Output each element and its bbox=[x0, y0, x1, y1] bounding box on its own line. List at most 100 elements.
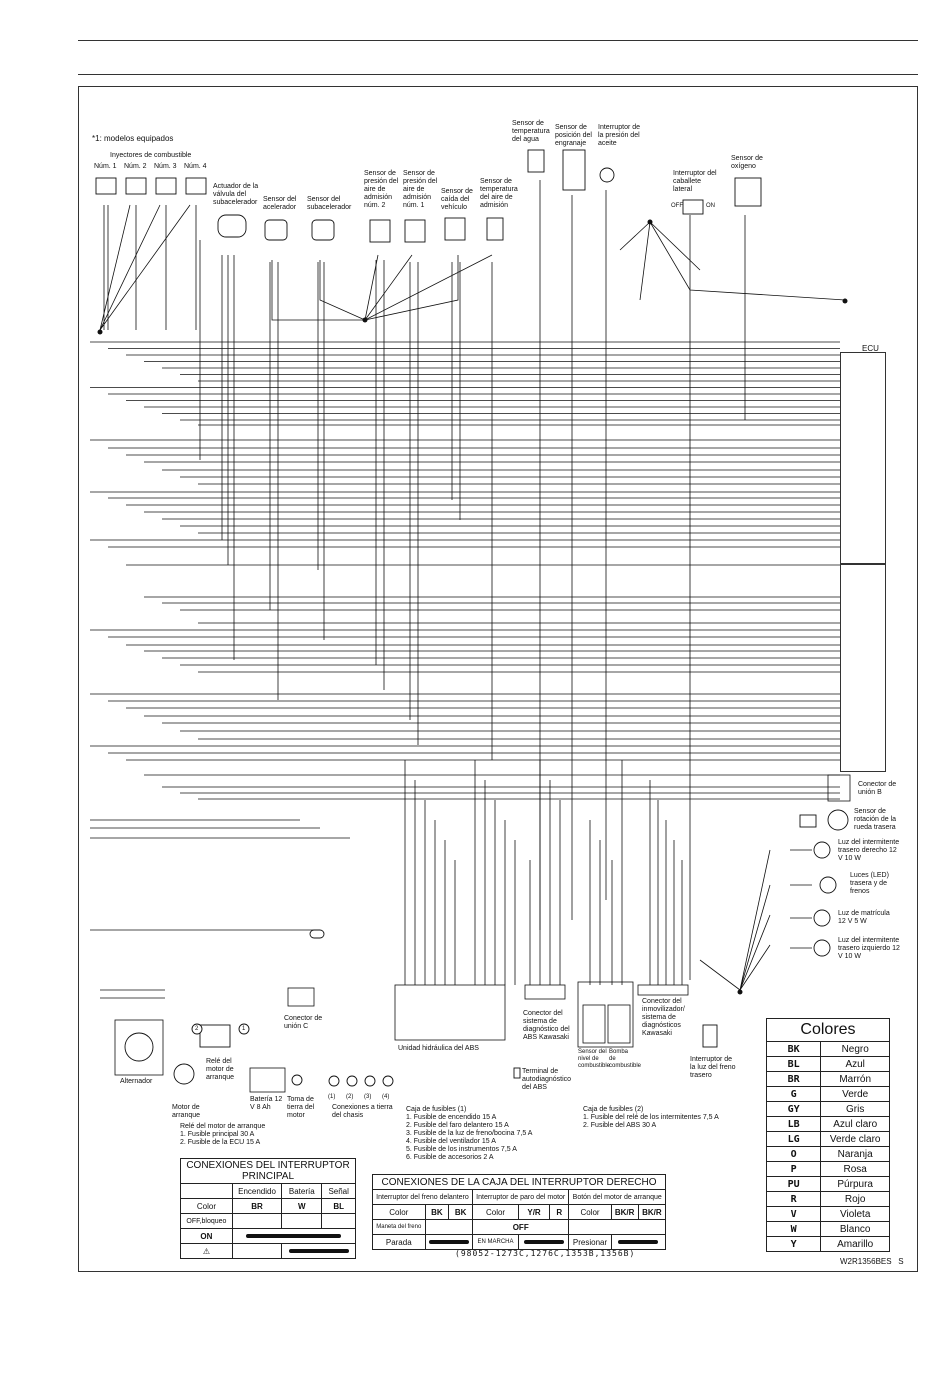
alternator-label: Alternador bbox=[120, 1078, 153, 1085]
right-switch-table: CONEXIONES DE LA CAJA DEL INTERRUPTOR DE… bbox=[372, 1174, 667, 1250]
led-lights-label: Luces (LED) trasera y de frenos bbox=[850, 872, 889, 895]
injector-2-label: Núm. 2 bbox=[124, 163, 147, 170]
color-code: GY bbox=[765, 1101, 822, 1117]
color-name: Púrpura bbox=[820, 1176, 890, 1192]
main-switch-row-warning: ⚠ bbox=[180, 1243, 233, 1259]
side-stand-label: Interruptor del caballete lateral bbox=[673, 170, 717, 193]
intake-pressure-2-label: Sensor de presión del aire de admisión n… bbox=[364, 170, 399, 209]
color-name: Amarillo bbox=[820, 1236, 890, 1252]
colors-title: Colores bbox=[766, 1018, 890, 1042]
joint-c-label: Conector de unión C bbox=[284, 1015, 323, 1030]
relay-notes: Relé del motor de arranque 1. Fusible pr… bbox=[180, 1123, 265, 1147]
main-switch-table: CONEXIONES DEL INTERRUPTOR PRINCIPAL Enc… bbox=[180, 1158, 357, 1259]
ecu-block bbox=[840, 352, 886, 772]
rs-color-5: R bbox=[548, 1204, 570, 1220]
color-name: Rosa bbox=[820, 1161, 890, 1177]
plate-light-label: Luz de matrícula 12 V 5 W bbox=[838, 910, 890, 925]
rs-stop-bar bbox=[428, 1240, 469, 1245]
right-switch-group-1: Interruptor de paro del motor bbox=[471, 1189, 570, 1205]
fuse-box-2-item-1: 1. Fusible del relé de los intermitentes… bbox=[583, 1114, 719, 1121]
color-code: R bbox=[765, 1191, 822, 1207]
turn-left-label: Luz del intermitente trasero izquierdo 1… bbox=[838, 937, 900, 960]
color-code: V bbox=[765, 1206, 822, 1222]
color-code: LG bbox=[765, 1131, 822, 1147]
main-switch-color-w: W bbox=[281, 1198, 323, 1214]
color-code: P bbox=[765, 1161, 822, 1177]
throttle-sensor-label: Sensor del acelerador bbox=[263, 196, 297, 211]
ground-number-3: (3) bbox=[364, 1094, 372, 1100]
rs-press: Presionar bbox=[568, 1234, 612, 1250]
rs-color-4: Y/R bbox=[518, 1204, 550, 1220]
fuse-box-1-notes: Caja de fusibles (1) 1. Fusible de encen… bbox=[406, 1106, 532, 1162]
abs-diag-label: Conector del sistema de diagnóstico del … bbox=[523, 1010, 570, 1041]
color-code: G bbox=[765, 1086, 822, 1102]
rs-color-8: BK/R bbox=[637, 1204, 667, 1220]
relay-note-2: 2. Fusible de la ECU 15 A bbox=[180, 1139, 261, 1146]
color-name: Azul bbox=[820, 1056, 890, 1072]
fuse-box-2-notes: Caja de fusibles (2) 1. Fusible del relé… bbox=[583, 1106, 719, 1130]
rs-stop: Parada bbox=[372, 1234, 426, 1250]
rs-color-0: Color bbox=[372, 1204, 426, 1220]
battery-label: Batería 12 V 8 Ah bbox=[250, 1096, 283, 1111]
color-code: BL bbox=[765, 1056, 822, 1072]
relay-terminal-2: 2 bbox=[195, 1026, 199, 1032]
top-rule-2 bbox=[78, 74, 918, 75]
injectors-title: Inyectores de combustible bbox=[110, 152, 192, 159]
rs-run: EN MARCHA bbox=[471, 1234, 520, 1250]
main-switch-on-bar bbox=[246, 1234, 342, 1239]
side-stand-on: ON bbox=[706, 203, 715, 209]
ground-number-4: (4) bbox=[382, 1094, 390, 1100]
relay-note-1: 1. Fusible principal 30 A bbox=[180, 1131, 255, 1138]
oil-pressure-label: Interruptor de la presión del aceite bbox=[598, 124, 641, 147]
rear-wheel-sensor-label: Sensor de rotación de la rueda trasera bbox=[854, 808, 897, 831]
intake-temp-label: Sensor de temperatura del aire de admisi… bbox=[480, 178, 518, 209]
main-switch-title: CONEXIONES DEL INTERRUPTOR PRINCIPAL bbox=[180, 1158, 356, 1184]
fall-sensor-label: Sensor de caída del vehículo bbox=[441, 188, 473, 211]
rs-color-7: BK/R bbox=[610, 1204, 639, 1220]
joint-b-label: Conector de unión B bbox=[858, 781, 897, 796]
turn-right-label: Luz del intermitente trasero derecho 12 … bbox=[838, 839, 900, 862]
doc-code: W2R1356BES S bbox=[840, 1257, 904, 1266]
subthrottle-sensor-label: Sensor del subacelerador bbox=[307, 196, 352, 211]
fuel-pump-label: Bomba de combustible bbox=[609, 1049, 642, 1069]
fuse-box-1-item-4: 4. Fusible del ventilador 15 A bbox=[406, 1138, 496, 1145]
top-rule-1 bbox=[78, 40, 918, 41]
color-code: BR bbox=[765, 1071, 822, 1087]
starter-motor-label: Motor de arranque bbox=[172, 1104, 201, 1119]
starter-relay-label: Relé del motor de arranque bbox=[206, 1058, 235, 1081]
color-name: Verde bbox=[820, 1086, 890, 1102]
fuse-box-1-title: Caja de fusibles (1) bbox=[406, 1106, 467, 1113]
rs-press-bar bbox=[618, 1240, 659, 1245]
oxygen-label: Sensor de oxígeno bbox=[731, 155, 763, 170]
side-stand-off: OFF bbox=[671, 203, 683, 209]
injector-1-label: Núm. 1 bbox=[94, 163, 117, 170]
color-name: Blanco bbox=[820, 1221, 890, 1237]
main-switch-header-2: Batería bbox=[281, 1183, 323, 1199]
throttle-actuator-label: Actuador de la válvula del subacelerador bbox=[213, 183, 259, 206]
chassis-ground-label: Conexiones a tierra del chasis bbox=[332, 1104, 393, 1119]
fuse-box-1-item-2: 2. Fusible del faro delantero 15 A bbox=[406, 1122, 509, 1129]
immobilizer-label: Conector del inmovilizador/ sistema de d… bbox=[642, 998, 685, 1037]
color-name: Marrón bbox=[820, 1071, 890, 1087]
fuse-box-1-item-6: 6. Fusible de accesorios 2 A bbox=[406, 1154, 494, 1161]
intake-pressure-1-label: Sensor de presión del aire de admisión n… bbox=[403, 170, 438, 209]
ground-number-2: (2) bbox=[346, 1094, 354, 1100]
water-temp-label: Sensor de temperatura del agua bbox=[512, 120, 550, 143]
ecu-label: ECU bbox=[862, 344, 879, 353]
rs-color-1: BK bbox=[424, 1204, 450, 1220]
main-switch-header-1: Encendido bbox=[231, 1183, 283, 1199]
relay-note-0: Relé del motor de arranque bbox=[180, 1123, 266, 1130]
